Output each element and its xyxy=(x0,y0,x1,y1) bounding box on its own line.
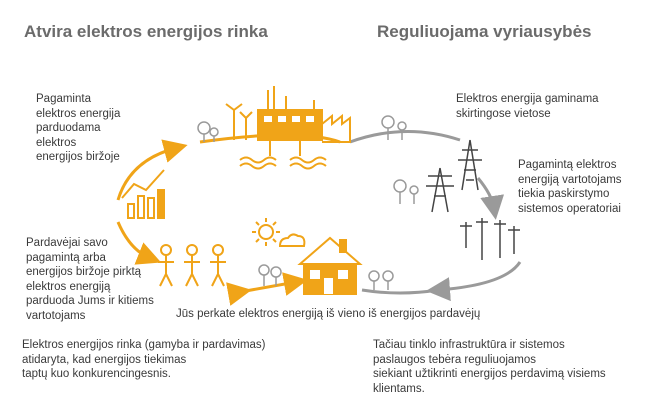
heading-regulated: Reguliuojama vyriausybės xyxy=(377,22,592,41)
sun-icon xyxy=(252,218,280,246)
label-infrastructure: Tačiau tinklo infrastruktūra ir sistemos… xyxy=(373,339,606,395)
label-supplied-operator: Pagamintą elektros energiją vartotojams … xyxy=(518,159,622,215)
label-sellers: Pardavėjai savo pagamintą arba energijos… xyxy=(26,237,154,322)
wind-turbine-icon xyxy=(225,103,253,140)
utility-pole-icon xyxy=(460,218,520,260)
tree-icon xyxy=(197,115,419,290)
transmission-tower-icon xyxy=(426,139,482,213)
cloud-icon xyxy=(278,233,306,247)
heading-open-market: Atvira elektros energijos rinka xyxy=(24,22,268,41)
label-you-buy: Jūs perkate elektros energiją iš vieno i… xyxy=(176,308,481,320)
label-generated-places: Elektros energija gaminama skirtingose v… xyxy=(456,93,599,120)
label-market-opened: Elektros energijos rinka (gamyba ir pard… xyxy=(22,339,266,380)
house-icon xyxy=(297,236,363,295)
label-produced-sold: Pagaminta elektros energija parduodama e… xyxy=(36,93,121,163)
power-plant-icon xyxy=(239,86,351,170)
cycle-arrow-icon xyxy=(116,129,522,306)
person-icon xyxy=(158,244,226,287)
bar-chart-icon xyxy=(121,169,165,219)
